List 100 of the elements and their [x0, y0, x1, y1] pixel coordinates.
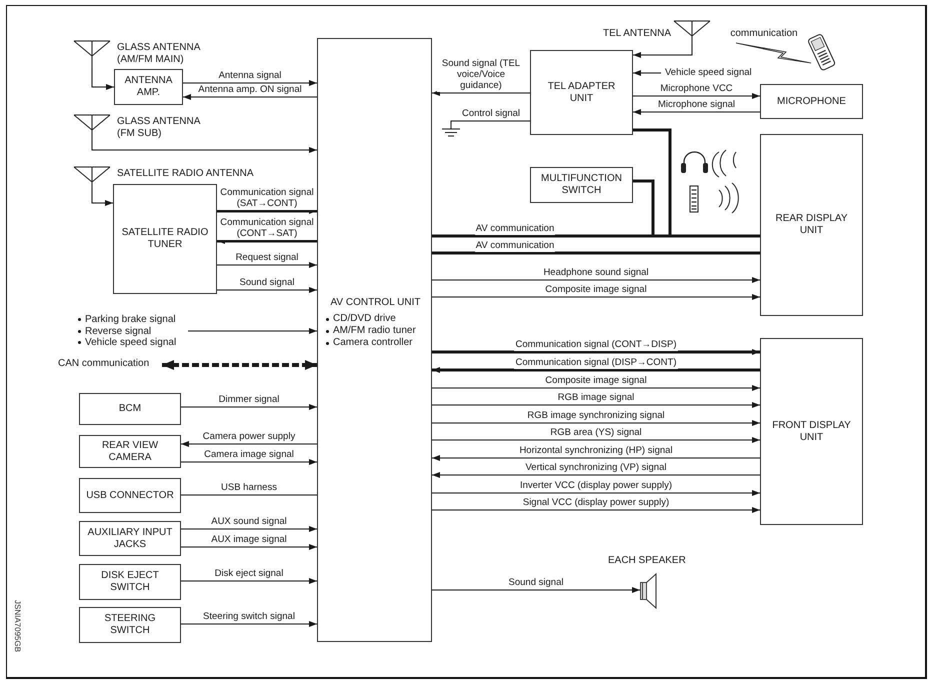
unit-box [530, 50, 633, 135]
arrow [188, 328, 318, 334]
unit-box [530, 167, 633, 203]
edge-label: Microphone signal [656, 99, 736, 111]
box-label: MICROPHONE [777, 96, 846, 108]
unit-box [79, 607, 181, 643]
figure-code: JSNIA7095GB [13, 600, 22, 652]
arrow [432, 367, 760, 373]
box-label: REAR VIEW CAMERA [100, 440, 160, 464]
arrow [92, 188, 114, 206]
arrow [180, 459, 318, 465]
box-label: REAR DISPLAY UNIT [774, 213, 849, 237]
edge-label: Composite image signal [544, 284, 648, 296]
arrow [162, 360, 317, 370]
box-label: AV CONTROL UNIT [330, 297, 420, 309]
box-label: MULTIFUNCTION SWITCH [540, 173, 623, 197]
edge-label: Steering switch signal [202, 611, 296, 623]
edge-label: Dimmer signal [218, 394, 280, 406]
edge-label: RGB image synchronizing signal [526, 410, 666, 422]
box-label: SATELLITE RADIO TUNER [120, 227, 210, 251]
ground-symbol [442, 124, 460, 137]
box-label: FRONT DISPLAY UNIT [771, 420, 852, 444]
connector-line [180, 494, 318, 496]
antenna-label: SATELLITE RADIO ANTENNA [117, 167, 254, 180]
arrow [432, 294, 760, 300]
box-label: USB CONNECTOR [86, 490, 174, 502]
edge-label: Antenna amp. ON signal [197, 84, 303, 96]
arrow [217, 238, 317, 244]
bus-label: CAN communication [58, 358, 150, 370]
arrow [632, 109, 760, 115]
edge-label: AUX sound signal [210, 516, 288, 528]
edge-label: Antenna signal [218, 70, 282, 82]
arrow [180, 441, 318, 447]
arrow [217, 208, 317, 214]
unit-box [114, 69, 183, 105]
edge-label: RGB area (YS) signal [549, 427, 643, 439]
edge-label: Inverter VCC (display power supply) [518, 480, 674, 492]
arrow [180, 544, 318, 550]
arrow [92, 140, 318, 153]
edge-label: Disk eject signal [214, 568, 284, 580]
bullet-item: AM/FM radio tuner [333, 325, 416, 337]
arrow [180, 404, 318, 410]
edge-label: Camera power supply [202, 431, 296, 443]
control-unit-box [317, 38, 432, 642]
arrow [180, 621, 318, 627]
arrow [632, 93, 760, 99]
edge-label: Vertical synchronizing (VP) signal [524, 462, 668, 474]
edge-label: Vehicle speed signal [664, 67, 753, 79]
signal-list-item: Reverse signal [85, 326, 152, 337]
edge-label: Signal VCC (display power supply) [522, 497, 670, 509]
box-label: STEERING SWITCH [103, 613, 157, 637]
edge-label: Composite image signal [544, 375, 648, 387]
arrow [216, 287, 318, 293]
arrow [432, 420, 760, 426]
unit-box [79, 478, 181, 513]
edge-label: Communication signal (CONT→DISP) [514, 339, 678, 351]
edge-label: Horizontal synchronizing (HP) signal [518, 445, 674, 457]
arrow [432, 437, 760, 443]
connector-line [432, 252, 760, 254]
arrow [182, 94, 318, 100]
arrow [432, 472, 760, 478]
antenna-label: TEL ANTENNA [603, 27, 671, 40]
arrow [432, 507, 760, 513]
unit-box [760, 338, 863, 525]
arrow [182, 80, 318, 86]
arrow [632, 70, 662, 76]
edge-label: RGB image signal [556, 392, 636, 404]
arrow [92, 68, 114, 90]
box-label: TEL ADAPTER UNIT [546, 80, 616, 104]
unit-box [79, 521, 181, 556]
box-label: DISK EJECT SWITCH [100, 570, 160, 594]
arrow [432, 587, 640, 593]
arrow [432, 402, 760, 408]
signal-list-item: Parking brake signal [85, 314, 176, 326]
antenna-label: GLASS ANTENNA (AM/FM MAIN) [117, 41, 202, 66]
arrow [432, 90, 530, 96]
bullet-item: CD/DVD drive [333, 313, 396, 325]
signal-list-item: Vehicle speed signal [85, 337, 176, 348]
unit-box [113, 184, 217, 294]
unit-box [79, 435, 181, 468]
bullet-item: Camera controller [333, 337, 412, 349]
edge-label: AV communication [474, 240, 556, 252]
unit-box [760, 134, 863, 316]
edge-label: AV communication [474, 223, 556, 235]
unit-box [79, 393, 181, 425]
box-label: BCM [118, 403, 142, 415]
edge-label: Camera image signal [203, 449, 295, 461]
edge-label: Headphone sound signal [542, 267, 650, 279]
arrow [432, 490, 760, 496]
edge-label: Sound signal [508, 577, 564, 589]
edge-label: Control signal [460, 108, 522, 120]
connector-line [450, 120, 530, 124]
arrow [432, 277, 760, 283]
edge-label: Communication signal (DISP→CONT) [514, 357, 678, 369]
arrow [432, 455, 760, 461]
connector-line [633, 180, 760, 238]
box-label: ANTENNA AMP. [124, 75, 174, 99]
arrow [432, 349, 760, 355]
arrow [632, 44, 692, 58]
unit-box [79, 564, 181, 600]
